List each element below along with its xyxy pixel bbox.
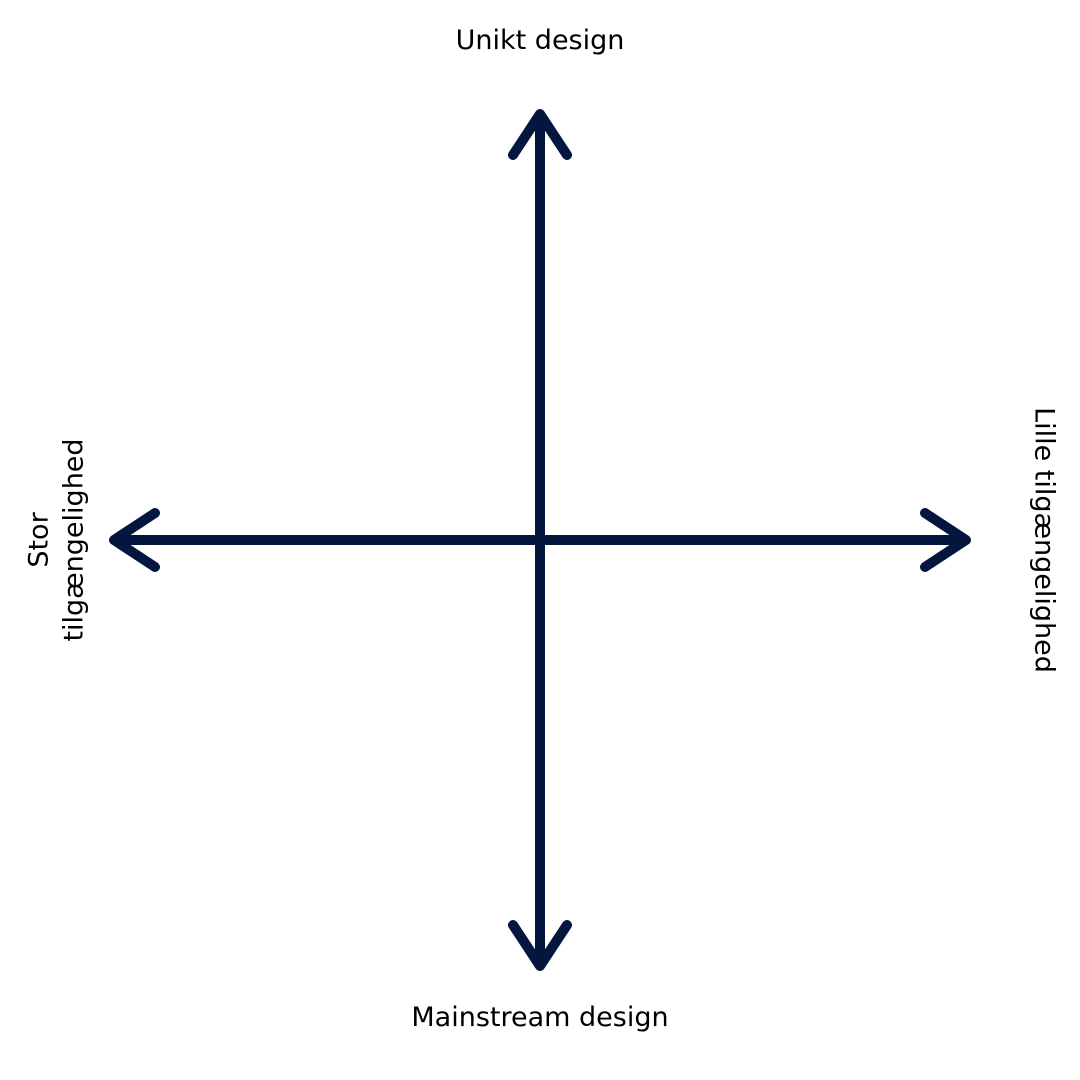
arrowhead-left bbox=[109, 508, 160, 572]
label-unique-design: Unikt design bbox=[455, 25, 625, 56]
arrowhead-up bbox=[508, 109, 572, 160]
label-high-accessibility: Stor tilgængelighed bbox=[22, 438, 91, 641]
arrowhead-right bbox=[920, 508, 971, 572]
label-high-accessibility-line1: Stor bbox=[23, 512, 55, 568]
label-low-accessibility: Lille tilgængelighed bbox=[1028, 407, 1060, 673]
arrowhead-down bbox=[508, 920, 572, 971]
label-mainstream-design: Mainstream design bbox=[411, 1002, 669, 1033]
label-high-accessibility-line2: tilgængelighed bbox=[58, 438, 89, 642]
